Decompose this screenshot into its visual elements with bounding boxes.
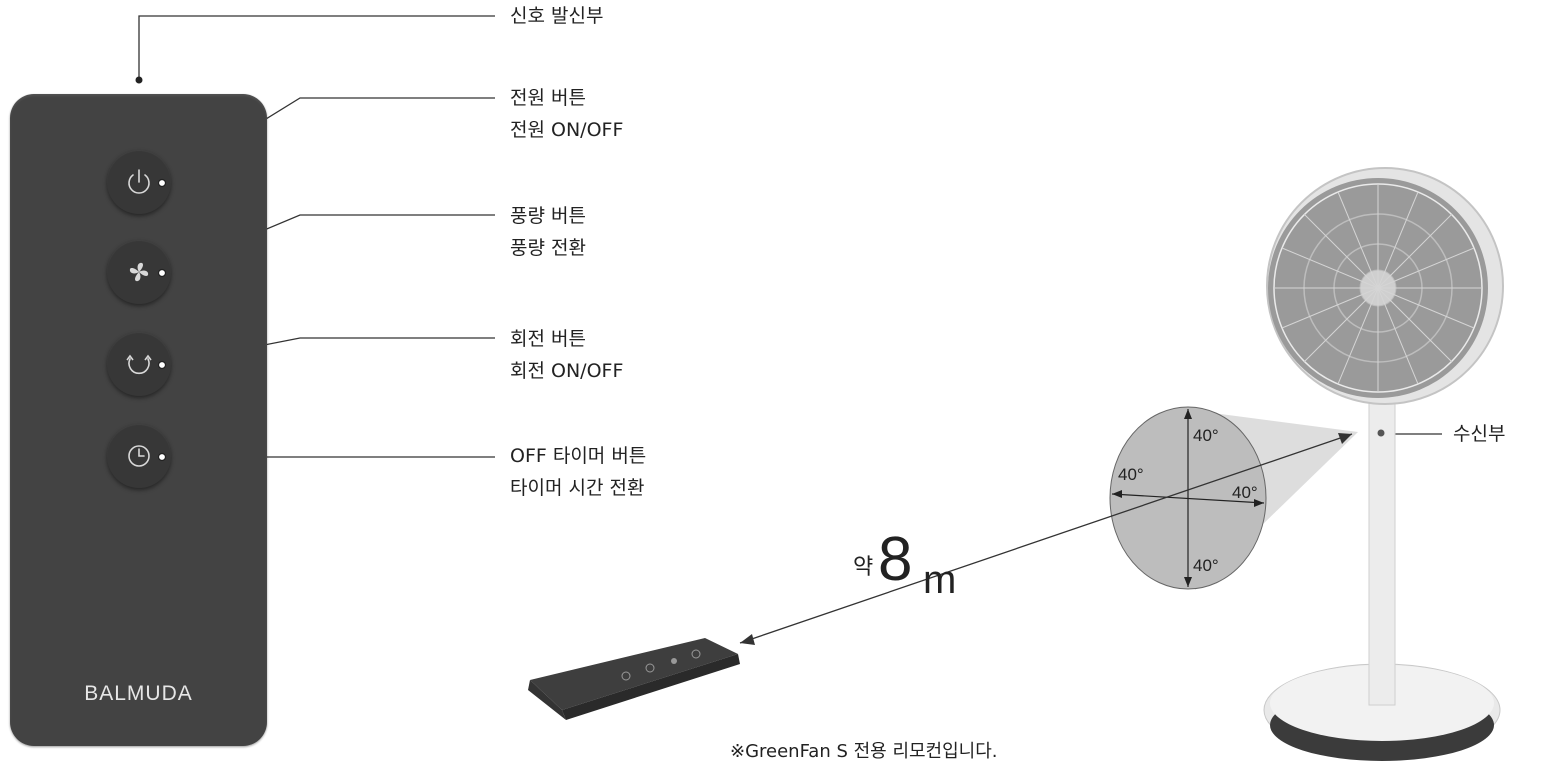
- timer-button-desc: 타이머 시간 전환: [510, 477, 645, 499]
- signal-emitter-title: 신호 발신부: [510, 5, 604, 27]
- receiver-label: 수신부: [1453, 418, 1505, 450]
- rotate-button-desc: 회전 ON/OFF: [510, 360, 624, 382]
- remote-fan-button[interactable]: [107, 240, 171, 304]
- remote-rotate-button[interactable]: [107, 332, 171, 396]
- distance-value: 8: [878, 525, 913, 594]
- rotate-button-label: 회전 버튼 회전 ON/OFF: [510, 323, 623, 387]
- power-button-label: 전원 버튼 전원 ON/OFF: [510, 82, 623, 146]
- fan-button-title: 풍량 버튼: [510, 205, 586, 227]
- fan-button-desc: 풍량 전환: [510, 237, 586, 259]
- power-button-desc: 전원 ON/OFF: [510, 119, 624, 141]
- power-button-title: 전원 버튼: [510, 87, 586, 109]
- remote-timer-button[interactable]: [107, 424, 171, 488]
- timer-button-label: OFF 타이머 버튼 타이머 시간 전환: [510, 440, 646, 504]
- rotate-button-title: 회전 버튼: [510, 328, 586, 350]
- small-remote-image: [528, 638, 740, 720]
- rotate-icon: [126, 354, 152, 375]
- remote-control: BALMUDA: [10, 94, 267, 746]
- remote-power-button[interactable]: [107, 150, 171, 214]
- fan-icon: [129, 262, 149, 282]
- remote-brand-logo: BALMUDA: [84, 682, 193, 705]
- angle-label-bottom: 40°: [1193, 556, 1219, 575]
- note-line-1: ※GreenFan S 전용 리모컨입니다.: [730, 741, 998, 762]
- distance-prefix: 약: [853, 555, 874, 580]
- fan-button-label: 풍량 버튼 풍량 전환: [510, 200, 586, 264]
- angle-label-right: 40°: [1232, 483, 1258, 502]
- clock-icon: [128, 445, 150, 467]
- angle-label-left: 40°: [1118, 465, 1144, 484]
- power-icon: [128, 169, 150, 194]
- signal-emitter-label: 신호 발신부: [510, 0, 603, 32]
- fan-image: [1263, 167, 1504, 761]
- angle-label-top: 40°: [1193, 426, 1219, 445]
- timer-button-title: OFF 타이머 버튼: [510, 445, 647, 467]
- receiver-title: 수신부: [1453, 423, 1506, 445]
- distance-unit: m: [923, 558, 957, 602]
